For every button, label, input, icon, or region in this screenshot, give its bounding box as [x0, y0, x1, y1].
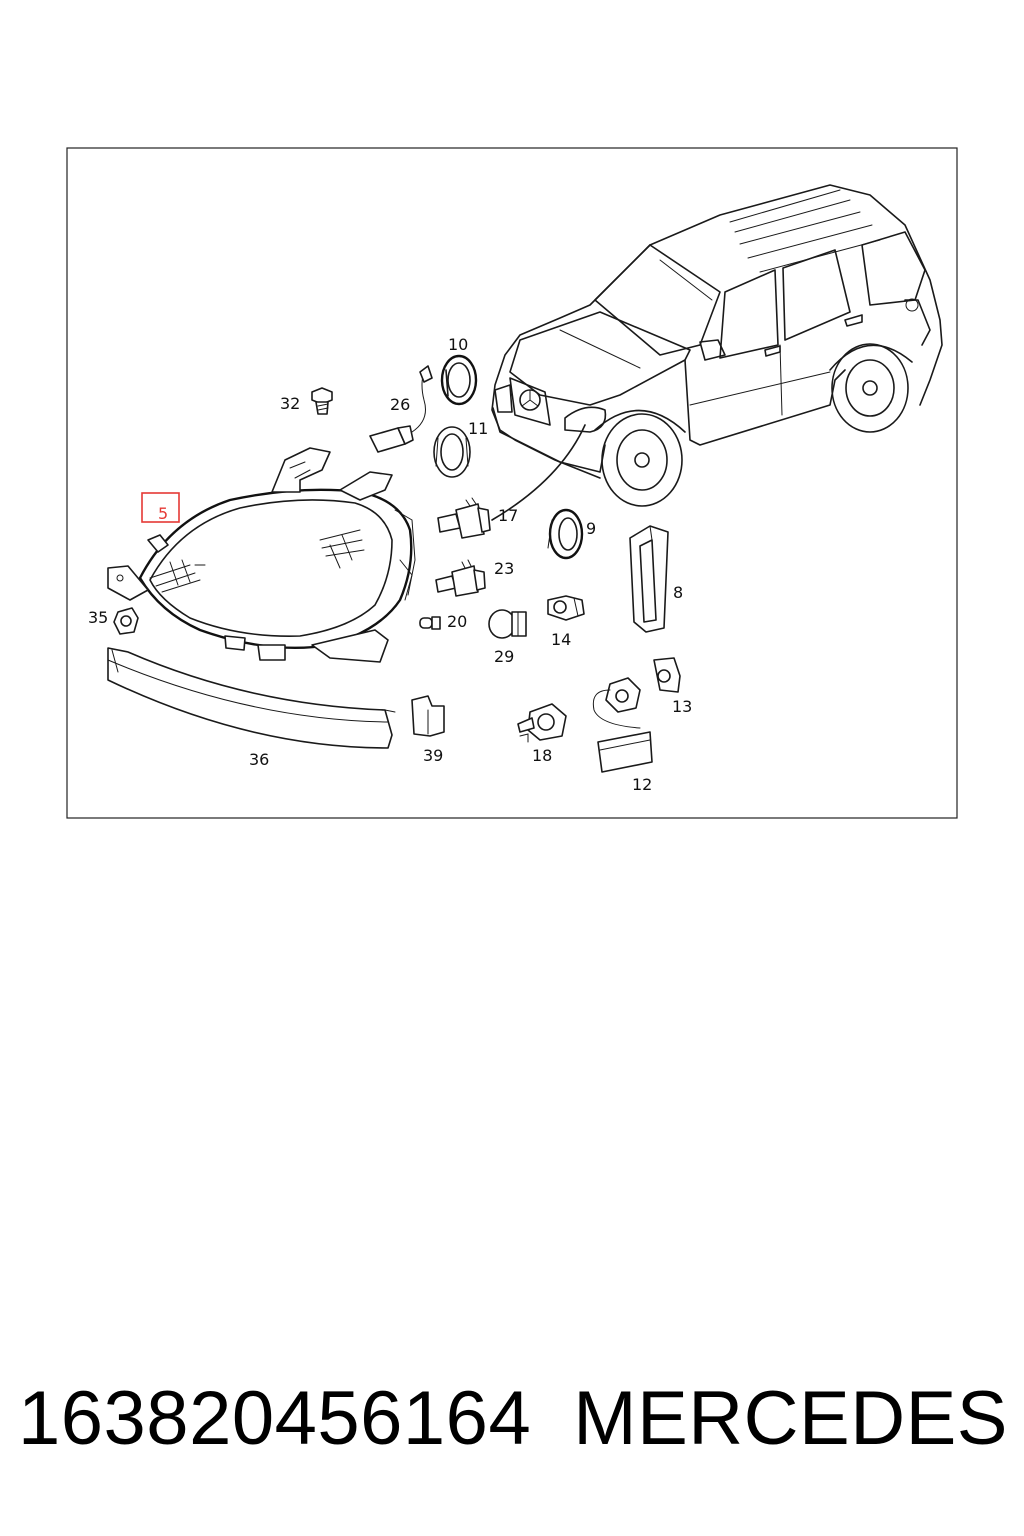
callout-35[interactable]: 35: [88, 608, 108, 627]
part-17-bulb: [437, 497, 491, 539]
leader-line: [491, 424, 586, 521]
part-number: 163820456164: [18, 1376, 532, 1461]
part-29-bulb: [488, 609, 527, 639]
callout-29[interactable]: 29: [494, 647, 514, 666]
callout-5-highlight-box: [141, 492, 180, 523]
callout-5[interactable]: 5: [158, 504, 168, 523]
part-13-connector: [653, 657, 681, 693]
callout-9[interactable]: 9: [586, 519, 596, 538]
callout-39[interactable]: 39: [423, 746, 443, 765]
brand-name: MERCEDES: [573, 1376, 1008, 1461]
callout-26[interactable]: 26: [390, 395, 410, 414]
part-35-nut: [113, 607, 139, 635]
part-36-trim-strip: [107, 647, 396, 749]
part-11-bulb-holder: [433, 426, 471, 478]
callout-12[interactable]: 12: [632, 775, 652, 794]
callout-17[interactable]: 17: [498, 506, 518, 525]
callout-10[interactable]: 10: [448, 335, 468, 354]
callout-20[interactable]: 20: [447, 612, 467, 631]
part-8-marker-housing: [629, 525, 669, 633]
part-32-screw: [311, 387, 333, 415]
vehicle-illustration: [491, 184, 943, 507]
callout-32[interactable]: 32: [280, 394, 300, 413]
part-10-seal-ring: [440, 354, 478, 406]
part-26-bulb-wire: [369, 365, 433, 453]
headlamp-assembly: [107, 447, 416, 663]
part-14-socket: [547, 595, 585, 621]
callout-36[interactable]: 36: [249, 750, 269, 769]
callout-23[interactable]: 23: [494, 559, 514, 578]
callout-13[interactable]: 13: [672, 697, 692, 716]
callout-18[interactable]: 18: [532, 746, 552, 765]
part-23-bulb: [435, 559, 486, 597]
diagram-frame: [66, 147, 958, 819]
callout-labels: 5 8 9 10 11 12 13 14 17 18 20 23 26 29 3…: [88, 335, 692, 794]
callout-14[interactable]: 14: [551, 630, 571, 649]
part-12-lamp-unit: [592, 677, 653, 773]
part-20-small-bulb: [419, 616, 441, 630]
callout-11[interactable]: 11: [468, 419, 488, 438]
callout-8[interactable]: 8: [673, 583, 683, 602]
part-39-clip: [411, 695, 445, 737]
part-9-cap: [547, 508, 584, 560]
part-18-socket: [517, 703, 567, 743]
footer-caption: 163820456164 MERCEDES: [18, 1375, 1008, 1462]
